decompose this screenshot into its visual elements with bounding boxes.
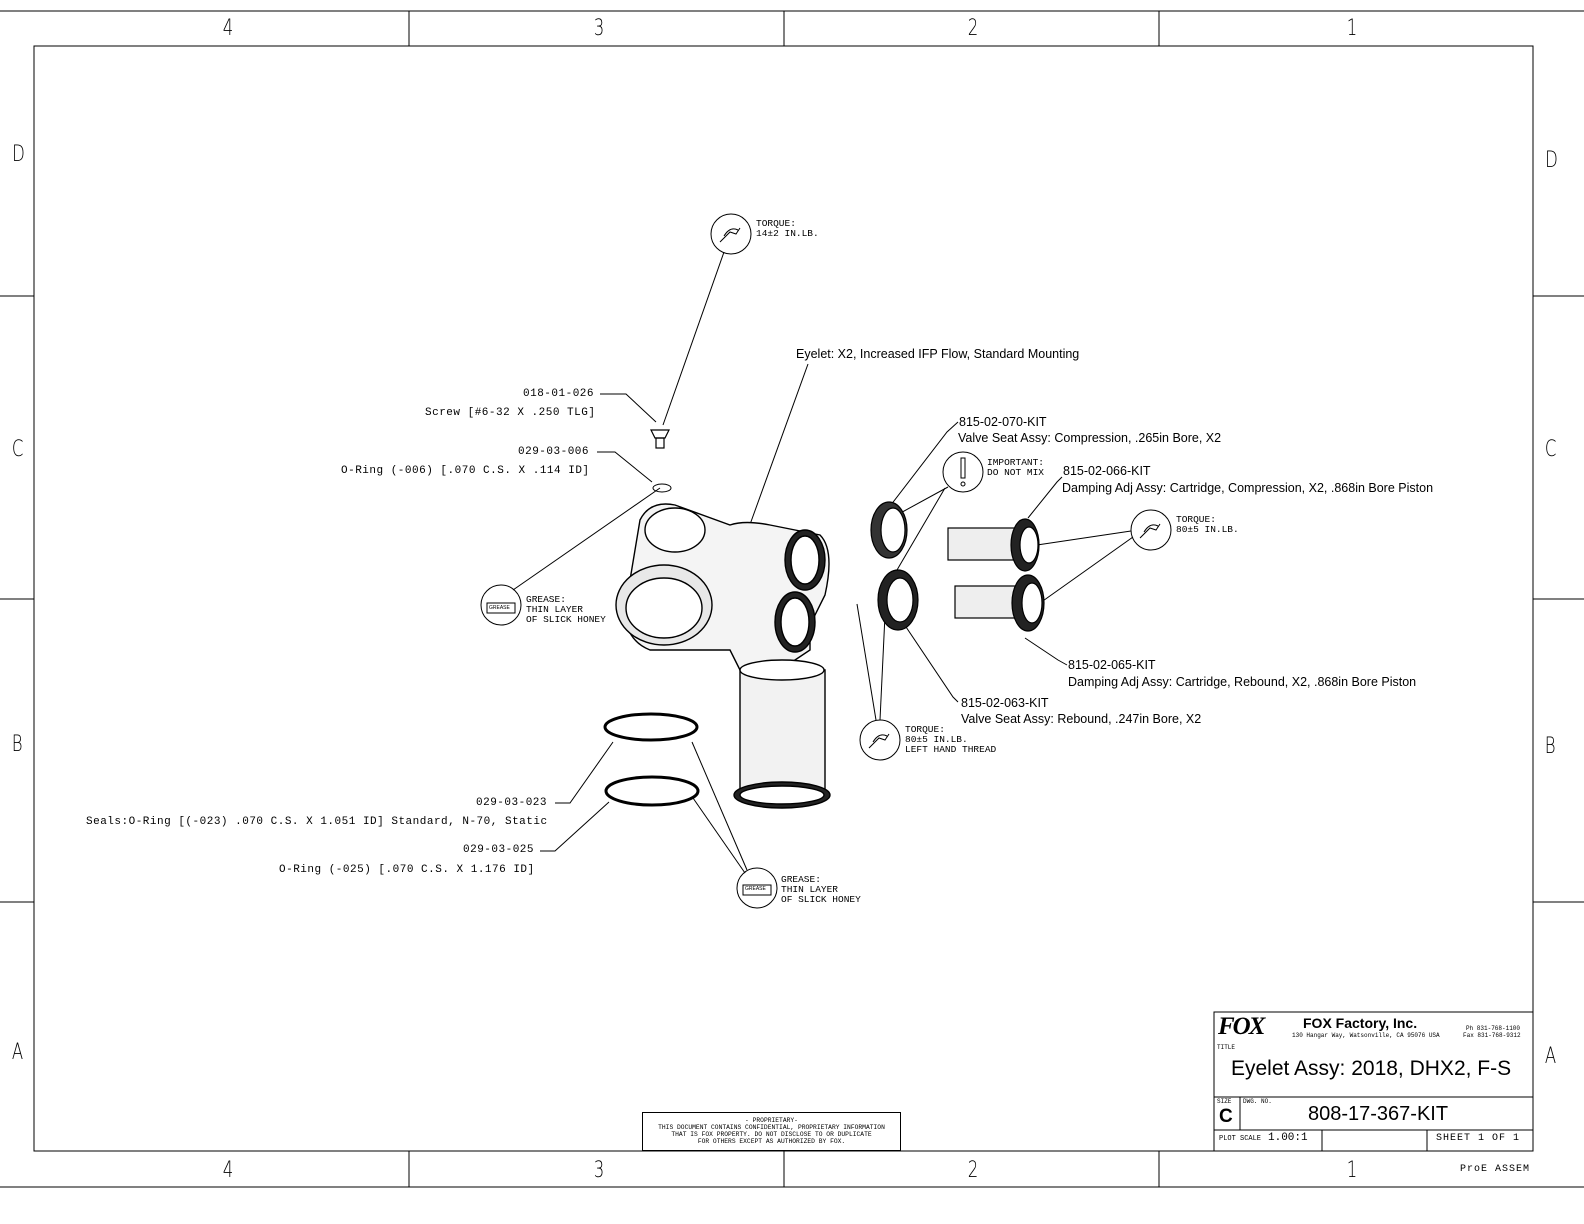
oring-006-description: O-Ring (-006) [.070 C.S. X .114 ID] <box>341 465 590 477</box>
oring-023-description: Seals:O-Ring [(-023) .070 C.S. X 1.051 I… <box>86 816 548 828</box>
part-cartridge-066 <box>947 518 1040 572</box>
torque-note-screw: TORQUE: 14±2 IN.LB. <box>756 218 819 239</box>
part-eyelet-body <box>615 503 831 809</box>
proprietary-line: FOR OTHERS EXCEPT AS AUTHORIZED BY FOX. <box>697 1138 846 1145</box>
title-label: TITLE <box>1217 1044 1236 1051</box>
proprietary-line: THAT IS FOX PROPERTY. DO NOT DISCLOSE TO… <box>671 1131 872 1138</box>
part-valve-seat-063 <box>877 569 919 631</box>
zone-col-top-1: 1 <box>1346 16 1358 41</box>
drawing-frame <box>0 10 1584 1188</box>
oring-025-part-number: 029-03-025 <box>463 844 535 856</box>
leader-lines <box>512 251 1134 874</box>
important-symbol <box>942 451 984 493</box>
grease-symbol-1 <box>480 584 522 626</box>
company-phone: Ph 831-768-1100 <box>1466 1025 1521 1032</box>
valve-seat-063-part-number: 815-02-063-KIT <box>961 696 1049 710</box>
zone-row-right-a: A <box>1544 1044 1557 1069</box>
part-oring-025 <box>604 775 700 807</box>
zone-row-right-c: C <box>1544 437 1557 462</box>
sheet-size: C <box>1219 1106 1233 1127</box>
zone-col-bottom-4: 4 <box>222 1158 234 1183</box>
grease-icon-label-2: GREASE <box>745 886 766 892</box>
damping-adj-066-description: Damping Adj Assy: Cartridge, Compression… <box>1062 481 1434 495</box>
part-screw <box>650 429 670 449</box>
zone-col-top-3: 3 <box>593 16 605 41</box>
zone-row-left-b: B <box>11 732 23 757</box>
zone-col-top-2: 2 <box>967 16 979 41</box>
grease-note-2: GREASE: THIN LAYER OF SLICK HONEY <box>781 874 861 905</box>
torque-note-cartridge: TORQUE: 80±5 IN.LB. <box>1176 514 1239 535</box>
oring-023-part-number: 029-03-023 <box>476 797 548 809</box>
grease-note-1: GREASE: THIN LAYER OF SLICK HONEY <box>526 594 606 625</box>
zone-col-bottom-2: 2 <box>967 1158 979 1183</box>
part-cartridge-065 <box>954 574 1045 632</box>
proprietary-notice: - PROPRIETARY- THIS DOCUMENT CONTAINS CO… <box>642 1112 901 1151</box>
torque-symbol-screw <box>710 213 752 255</box>
part-oring-023 <box>603 712 699 742</box>
screw-part-number: 018-01-026 <box>523 388 595 400</box>
zone-row-right-d: D <box>1545 148 1558 173</box>
software-label: ProE ASSEM <box>1460 1164 1531 1175</box>
zone-col-top-4: 4 <box>222 16 234 41</box>
grease-symbol-2 <box>736 867 778 909</box>
zone-row-left-c: C <box>11 437 24 462</box>
damping-adj-066-part-number: 815-02-066-KIT <box>1063 464 1151 478</box>
drawing-title: Eyelet Assy: 2018, DHX2, F-S <box>1231 1057 1512 1080</box>
part-valve-seat-070 <box>870 501 908 559</box>
oring-025-description: O-Ring (-025) [.070 C.S. X 1.176 ID] <box>279 864 535 876</box>
zone-col-bottom-1: 1 <box>1346 1158 1358 1183</box>
important-note: IMPORTANT: DO NOT MIX <box>987 457 1045 478</box>
zone-row-left-a: A <box>11 1040 24 1065</box>
grease-icon-label-1: GREASE <box>489 605 510 611</box>
damping-adj-065-description: Damping Adj Assy: Cartridge, Rebound, X2… <box>1068 675 1417 689</box>
zone-col-bottom-3: 3 <box>593 1158 605 1183</box>
size-label: SIZE <box>1217 1098 1232 1105</box>
damping-adj-065-part-number: 815-02-065-KIT <box>1068 658 1156 672</box>
plot-scale-value: 1.00:1 <box>1268 1132 1308 1144</box>
oring-006-part-number: 029-03-006 <box>518 446 590 458</box>
drawing-number: 808-17-367-KIT <box>1308 1103 1449 1125</box>
zone-row-right-b: B <box>1544 734 1556 759</box>
valve-seat-063-description: Valve Seat Assy: Rebound, .247in Bore, X… <box>961 712 1202 726</box>
proprietary-line: THIS DOCUMENT CONTAINS CONFIDENTIAL, PRO… <box>658 1124 885 1131</box>
company-fax: Fax 831-768-9312 <box>1463 1032 1521 1039</box>
valve-seat-070-part-number: 815-02-070-KIT <box>959 415 1047 429</box>
torque-note-seat: TORQUE: 80±5 IN.LB. LEFT HAND THREAD <box>905 724 997 755</box>
fox-logo: FOX <box>1218 1013 1265 1040</box>
part-oring-006 <box>652 483 672 493</box>
dwg-no-label: DWG. NO. <box>1243 1098 1272 1105</box>
sheet-number: SHEET 1 OF 1 <box>1436 1133 1521 1144</box>
eyelet-description: Eyelet: X2, Increased IFP Flow, Standard… <box>796 347 1080 361</box>
plot-scale-label: PLOT SCALE <box>1219 1135 1262 1143</box>
screw-description: Screw [#6-32 X .250 TLG] <box>425 407 596 419</box>
proprietary-line: - PROPRIETARY- <box>745 1117 798 1124</box>
torque-symbol-seat <box>859 719 901 761</box>
valve-seat-070-description: Valve Seat Assy: Compression, .265in Bor… <box>958 431 1222 445</box>
zone-row-left-d: D <box>12 142 25 167</box>
company-address: 130 Hangar Way, Watsonville, CA 95076 US… <box>1292 1032 1440 1039</box>
company-name: FOX Factory, Inc. <box>1303 1015 1418 1031</box>
torque-symbol-cartridge <box>1130 509 1172 551</box>
title-block-lines <box>1213 1011 1534 1152</box>
